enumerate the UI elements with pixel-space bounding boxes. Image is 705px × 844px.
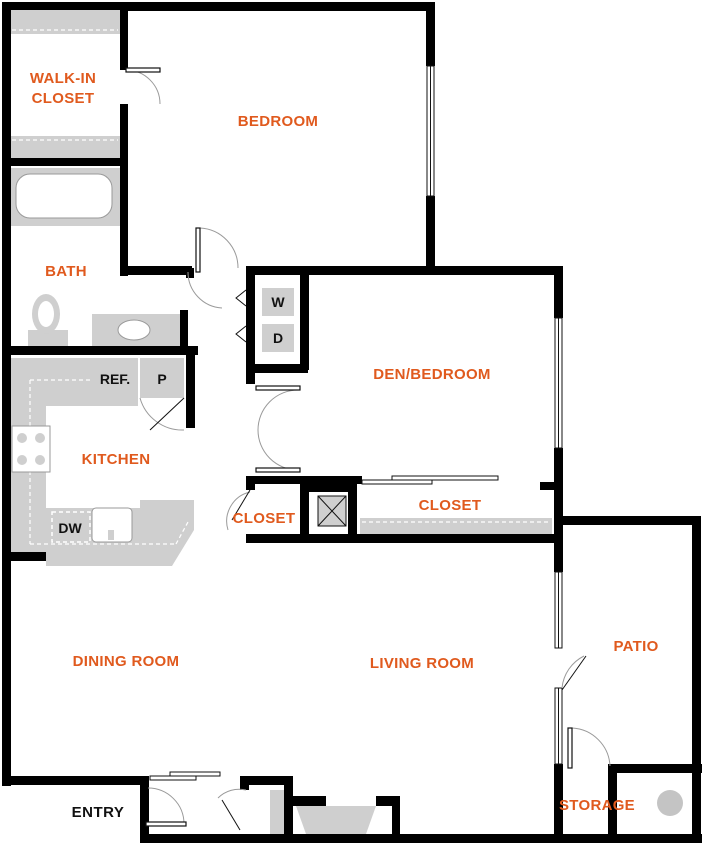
washer [262, 288, 294, 316]
water-heater [657, 790, 683, 816]
hvac-unit [317, 495, 347, 527]
dishwasher [51, 511, 91, 543]
bath-label: BATH [45, 263, 87, 280]
walk-in-closet-shelf-bottom [10, 136, 120, 158]
entry-closet-shelf [270, 790, 284, 834]
kitchen-label: KITCHEN [82, 451, 151, 468]
fireplace [296, 806, 376, 834]
dishwasher-label: DW [58, 520, 82, 536]
entry-label: ENTRY [72, 804, 125, 821]
refrigerator [92, 358, 138, 406]
dining-room-label: DINING ROOM [73, 653, 180, 670]
den-closet-shelf [360, 518, 552, 536]
den-closet-label: CLOSET [419, 497, 482, 514]
den-bedroom-label: DEN/BEDROOM [373, 366, 490, 383]
bathtub-basin [15, 173, 113, 219]
den-closet-slider-2 [391, 475, 499, 481]
walk-in-closet-label-2: CLOSET [32, 90, 95, 107]
storage-label: STORAGE [559, 797, 635, 814]
walk-in-closet-label: WALK-IN [30, 70, 96, 87]
bedroom-door [195, 227, 239, 273]
pantry-door [139, 397, 185, 431]
stove [11, 425, 51, 473]
dryer-label: D [273, 330, 283, 346]
bath-sink [117, 319, 151, 341]
refrigerator-label: REF. [100, 371, 130, 387]
den-door [255, 385, 301, 473]
laundry-doors [235, 289, 247, 343]
entry-slider-1 [149, 775, 197, 781]
toilet [28, 294, 68, 346]
patio-label: PATIO [613, 638, 658, 655]
living-room-label: LIVING ROOM [370, 655, 474, 672]
pantry-label: P [157, 371, 166, 387]
hall-closet-label: CLOSET [233, 510, 296, 527]
washer-label: W [271, 294, 285, 310]
storage-door [567, 727, 611, 769]
pantry [140, 358, 184, 398]
dryer [262, 324, 294, 352]
bath-door [187, 271, 223, 309]
den-closet-slider-1 [361, 479, 433, 485]
hall-closet-door [226, 489, 251, 531]
entry-door [145, 787, 187, 827]
bedroom-label: BEDROOM [238, 113, 318, 130]
walk-in-closet-door [125, 67, 161, 105]
kitchen-sink [91, 507, 133, 543]
patio-door [561, 655, 587, 691]
entry-closet-door [217, 788, 247, 831]
entry-slider-2 [169, 771, 221, 777]
